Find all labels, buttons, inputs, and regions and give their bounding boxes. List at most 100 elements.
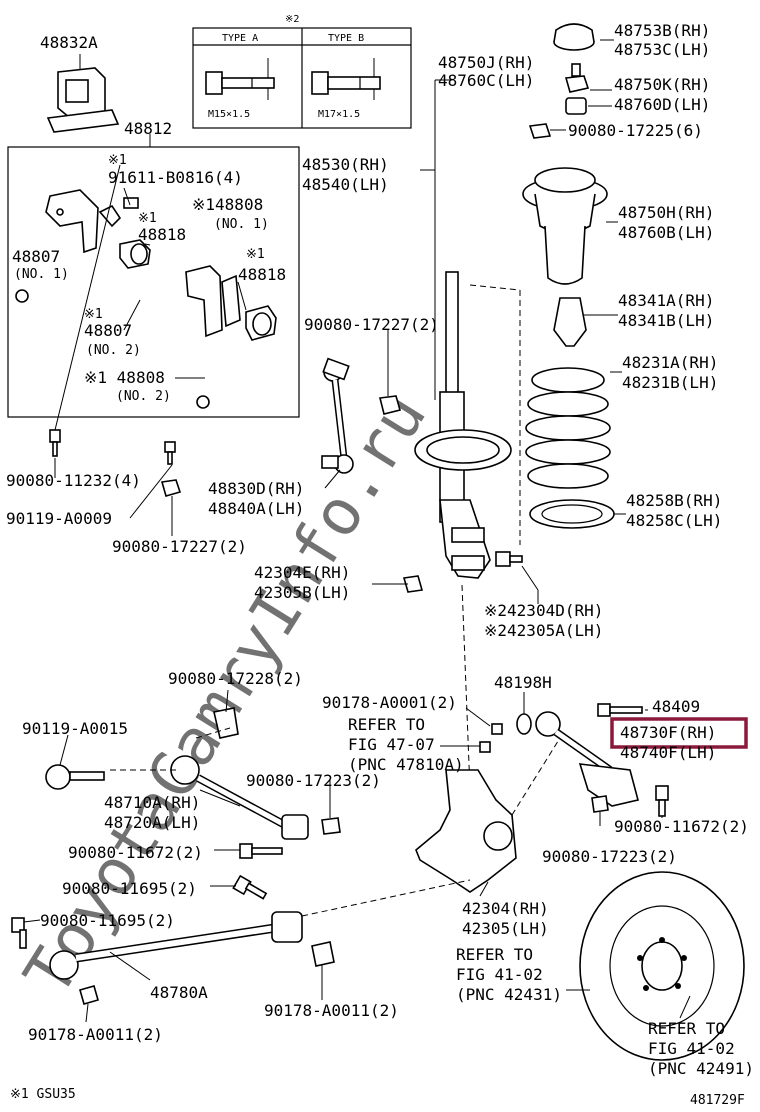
- nut-90080-17227-a-icon: [160, 479, 182, 497]
- support-mount-icon: [522, 167, 608, 285]
- label-90119-a0015: 90119-A0015: [22, 719, 128, 738]
- label-48760b: 48760B(LH): [618, 223, 714, 242]
- label-48258b: 48258B(RH): [626, 491, 722, 510]
- label-48730f: 48730F(RH): [620, 723, 716, 742]
- brake-disc-icon: [579, 871, 745, 1061]
- nut-90080-17227-b-icon: [379, 395, 401, 415]
- nut-90080-17225-icon: [528, 123, 552, 139]
- stabilizer-group-box: [7, 146, 300, 418]
- label-48807-no1-sub: (NO. 1): [14, 267, 69, 282]
- nut-48750k-icon: [564, 63, 590, 93]
- bracket-48808-no1-icon: [185, 265, 241, 338]
- type-a-header: TYPE A: [222, 33, 258, 44]
- nut-90080-17223-a-icon: [321, 817, 341, 835]
- label-48808-no2: ※1 48808: [84, 368, 165, 387]
- label-48409: 48409: [652, 697, 700, 716]
- nut-42304e-icon: [402, 575, 424, 593]
- bolt-type-a-icon: [205, 58, 275, 100]
- refer-fig-47-07-line1: REFER TO: [348, 715, 425, 734]
- label-48720a: 48720A(LH): [104, 813, 200, 832]
- bushing-48818-b-icon: [245, 305, 277, 341]
- dust-cover-icon: [553, 23, 595, 51]
- label-42304: 42304(RH): [462, 899, 549, 918]
- bolt-90119-a0009-icon: [164, 441, 176, 465]
- arm-48710a-icon: [170, 755, 309, 840]
- label-90080-11232: 90080-11232(4): [6, 471, 141, 490]
- label-48231b: 48231B(LH): [622, 373, 718, 392]
- bolt-90080-11695-b-icon: [11, 917, 27, 949]
- label-48753c: 48753C(LH): [614, 40, 710, 59]
- nut-90080-17223-b-icon: [591, 795, 609, 813]
- refer-fig-41-02-a-line3: (PNC 42431): [456, 985, 562, 1004]
- refer-fig-47-07-line3: (PNC 47810A): [348, 755, 464, 774]
- bracket-48832a-icon: [46, 67, 120, 133]
- label-48808-no1: ※148808: [192, 195, 263, 214]
- leader-lines: [23, 39, 691, 1023]
- label-48807-no2-sub: (NO. 2): [86, 343, 141, 358]
- label-48753b: 48753B(RH): [614, 21, 710, 40]
- type-a-spec: M15×1.5: [208, 109, 250, 120]
- label-48760d: 48760D(LH): [614, 95, 710, 114]
- label-90119-a0009: 90119-A0009: [6, 509, 112, 528]
- label-90080-11672-b: 90080-11672(2): [614, 817, 749, 836]
- clamp-small-icon: [98, 197, 139, 228]
- type-table-marker: ※2: [285, 14, 299, 25]
- label-48710a: 48710A(RH): [104, 793, 200, 812]
- bolt-type-b-icon: [311, 58, 381, 100]
- bolt-42304e-icon: [495, 551, 523, 567]
- collar-48760d-icon: [565, 97, 587, 115]
- label-48780a: 48780A: [150, 983, 208, 1002]
- bolt-48409-icon: [597, 703, 643, 717]
- axle-carrier-icon: [415, 769, 517, 893]
- label-48840a: 48840A(LH): [208, 499, 304, 518]
- label-90080-17227-a: 90080-17227(2): [112, 537, 247, 556]
- label-90080-17223-a: 90080-17223(2): [246, 771, 381, 790]
- label-90080-17223-b: 90080-17223(2): [542, 847, 677, 866]
- highlight-box-48730f: [610, 717, 748, 749]
- refer-fig-47-07-line2: FIG 47-07: [348, 735, 435, 754]
- label-90178-a0001: 90178-A0001(2): [322, 693, 457, 712]
- bolt-90080-11232-icon: [49, 429, 61, 457]
- arm-48730f-icon: [535, 711, 639, 807]
- bump-stopper-icon: [553, 297, 587, 347]
- note-1-b: ※1: [138, 211, 157, 226]
- stabilizer-link-icon: [321, 357, 354, 474]
- label-90080-17227-b: 90080-17227(2): [304, 315, 439, 334]
- label-48530: 48530(RH): [302, 155, 389, 174]
- nut-90178-a0011-b-icon: [311, 941, 335, 967]
- label-91611-b0816: 91611-B0816(4): [108, 168, 243, 187]
- strut-assembly-icon: [414, 271, 512, 579]
- footer-note: ※1 GSU35: [10, 1087, 76, 1102]
- refer-fig-41-02-b-line3: (PNC 42491): [648, 1059, 754, 1078]
- figure-id: 481729F: [690, 1093, 745, 1108]
- type-b-spec: M17×1.5: [318, 109, 360, 120]
- label-48808-no2-sub: (NO. 2): [116, 389, 171, 404]
- label-48540: 48540(LH): [302, 175, 389, 194]
- label-42305: 42305(LH): [462, 919, 549, 938]
- refer-fig-41-02-b-line2: FIG 41-02: [648, 1039, 735, 1058]
- spring-insulator-icon: [529, 499, 615, 529]
- bracket-48807-no1-icon: [45, 189, 99, 254]
- label-48740f: 48740F(LH): [620, 743, 716, 762]
- label-48832a: 48832A: [40, 33, 98, 52]
- washer-48198h-icon: [516, 713, 532, 735]
- bolt-90119-a0015-icon: [45, 764, 105, 790]
- type-b-header: TYPE B: [328, 33, 364, 44]
- label-48198h: 48198H: [494, 673, 552, 692]
- label-48760c: 48760C(LH): [438, 71, 534, 90]
- label-48807-no2: 48807: [84, 321, 132, 340]
- label-48231a: 48231A(RH): [622, 353, 718, 372]
- bolt-90178-a0001-icon: [479, 723, 503, 753]
- label-90178-a0011-a: 90178-A0011(2): [28, 1025, 163, 1044]
- label-90178-a0011-b: 90178-A0011(2): [264, 1001, 399, 1020]
- bushing-48818-a-icon: [119, 239, 151, 269]
- label-42304e: 42304E(RH): [254, 563, 350, 582]
- label-90080-17228: 90080-17228(2): [168, 669, 303, 688]
- label-48750j: 48750J(RH): [438, 53, 534, 72]
- label-48812: 48812: [124, 119, 172, 138]
- label-48750k: 48750K(RH): [614, 75, 710, 94]
- label-48807-no1: 48807: [12, 247, 60, 266]
- bolt-90080-11672-b-icon: [655, 785, 669, 817]
- label-48750h: 48750H(RH): [618, 203, 714, 222]
